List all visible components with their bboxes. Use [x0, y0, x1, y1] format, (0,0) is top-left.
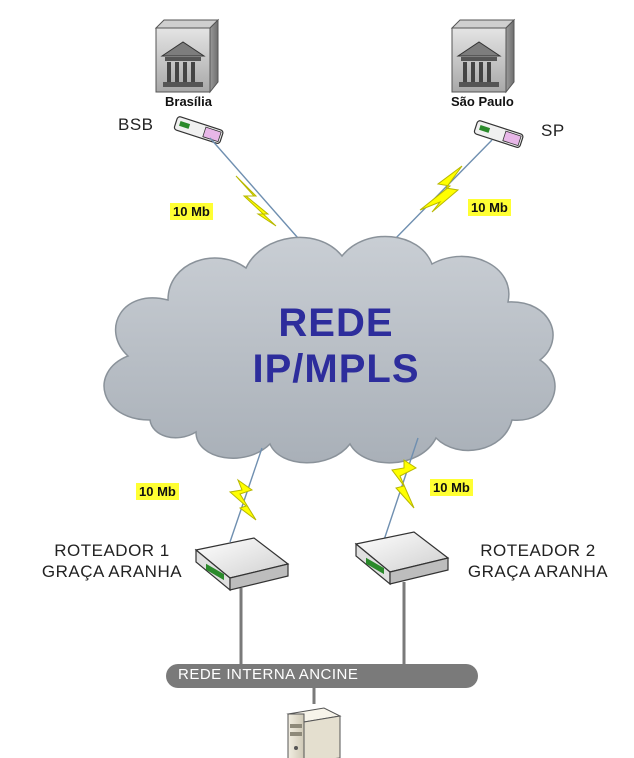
lan-bar — [166, 664, 478, 688]
lightning-icon — [419, 165, 463, 213]
site-code-bsb: BSB — [118, 115, 154, 134]
link-line — [391, 139, 493, 243]
router-2-label-line2: GRAÇA ARANHA — [467, 562, 609, 581]
site-code-sp: SP — [541, 121, 565, 140]
cloud-label-line2: IP/MPLS — [252, 347, 420, 391]
link-speed-r2: 10 Mb — [430, 479, 473, 496]
building-icon — [450, 18, 516, 94]
router-icon — [354, 531, 450, 586]
router-1-label-line1: ROTEADOR 1 — [54, 541, 170, 560]
lightning-icon — [235, 175, 277, 227]
cloud-icon — [103, 235, 556, 464]
router-icon — [173, 116, 224, 144]
lightning-icon — [391, 459, 417, 509]
link-speed-r1: 10 Mb — [136, 483, 179, 500]
building-icon — [154, 18, 220, 94]
server-icon — [286, 707, 342, 758]
cloud-label-line1: REDE — [278, 301, 394, 345]
link-speed-bsb: 10 Mb — [170, 203, 213, 220]
router-1-label-line2: GRAÇA ARANHA — [41, 562, 183, 581]
site-name-brasilia: Brasília — [165, 94, 212, 109]
cloud-label: REDE IP/MPLS — [236, 300, 436, 392]
site-name-sao-paulo: São Paulo — [451, 94, 514, 109]
router-1-label: ROTEADOR 1 GRAÇA ARANHA — [26, 540, 198, 582]
link-line — [229, 447, 263, 543]
link-line — [209, 137, 306, 247]
router-icon — [194, 537, 290, 592]
router-2-label: ROTEADOR 2 GRAÇA ARANHA — [452, 540, 624, 582]
lightning-icon — [228, 478, 257, 521]
lan-label: REDE INTERNA ANCINE — [178, 666, 359, 683]
link-speed-sp: 10 Mb — [468, 199, 511, 216]
router-icon — [473, 120, 524, 148]
router-2-label-line1: ROTEADOR 2 — [480, 541, 596, 560]
